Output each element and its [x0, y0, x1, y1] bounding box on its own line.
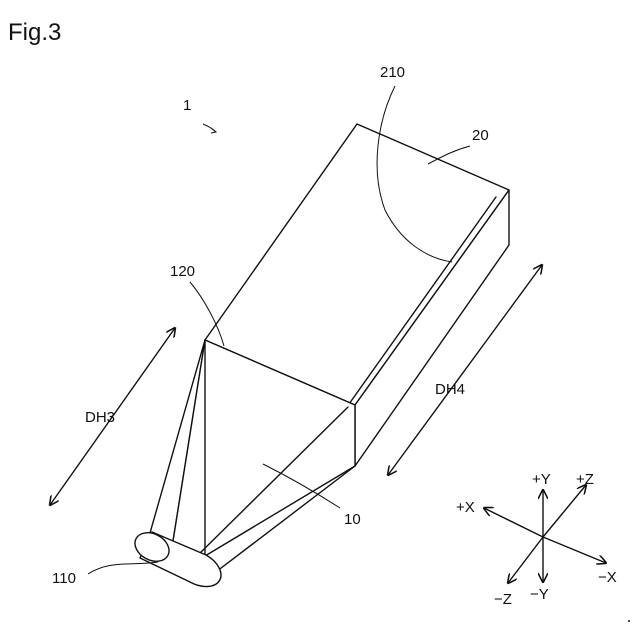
figure-title: Fig.3 [8, 19, 61, 46]
label-cap: 20 [472, 127, 489, 144]
label-edge: 120 [170, 263, 195, 280]
axis-plus-z [543, 485, 586, 537]
label-tip: 110 [52, 570, 76, 587]
axis-label-plus-z: +Z [576, 471, 594, 488]
axis-label-minus-x: −X [598, 569, 617, 586]
leader-tip [88, 562, 158, 574]
label-device: 1 [183, 97, 191, 114]
stray-dot [628, 620, 630, 622]
axis-plus-x [484, 508, 543, 537]
axis-minus-z [508, 537, 543, 583]
label-dh4: DH4 [435, 381, 465, 398]
label-cap-face: 210 [380, 64, 405, 81]
device-drawing [130, 124, 509, 587]
axis-minus-x [543, 537, 606, 563]
axis-label-minus-z: −Z [494, 591, 512, 608]
label-dh3: DH3 [85, 409, 115, 426]
axis-label-minus-y: −Y [530, 586, 549, 603]
axis-label-plus-x: +X [456, 499, 475, 516]
coordinate-axes: +Y +Z +X −X −Z −Y [456, 471, 617, 608]
axis-label-plus-y: +Y [532, 471, 551, 488]
leader-device-arrow [211, 129, 216, 133]
label-body: 10 [344, 511, 361, 528]
